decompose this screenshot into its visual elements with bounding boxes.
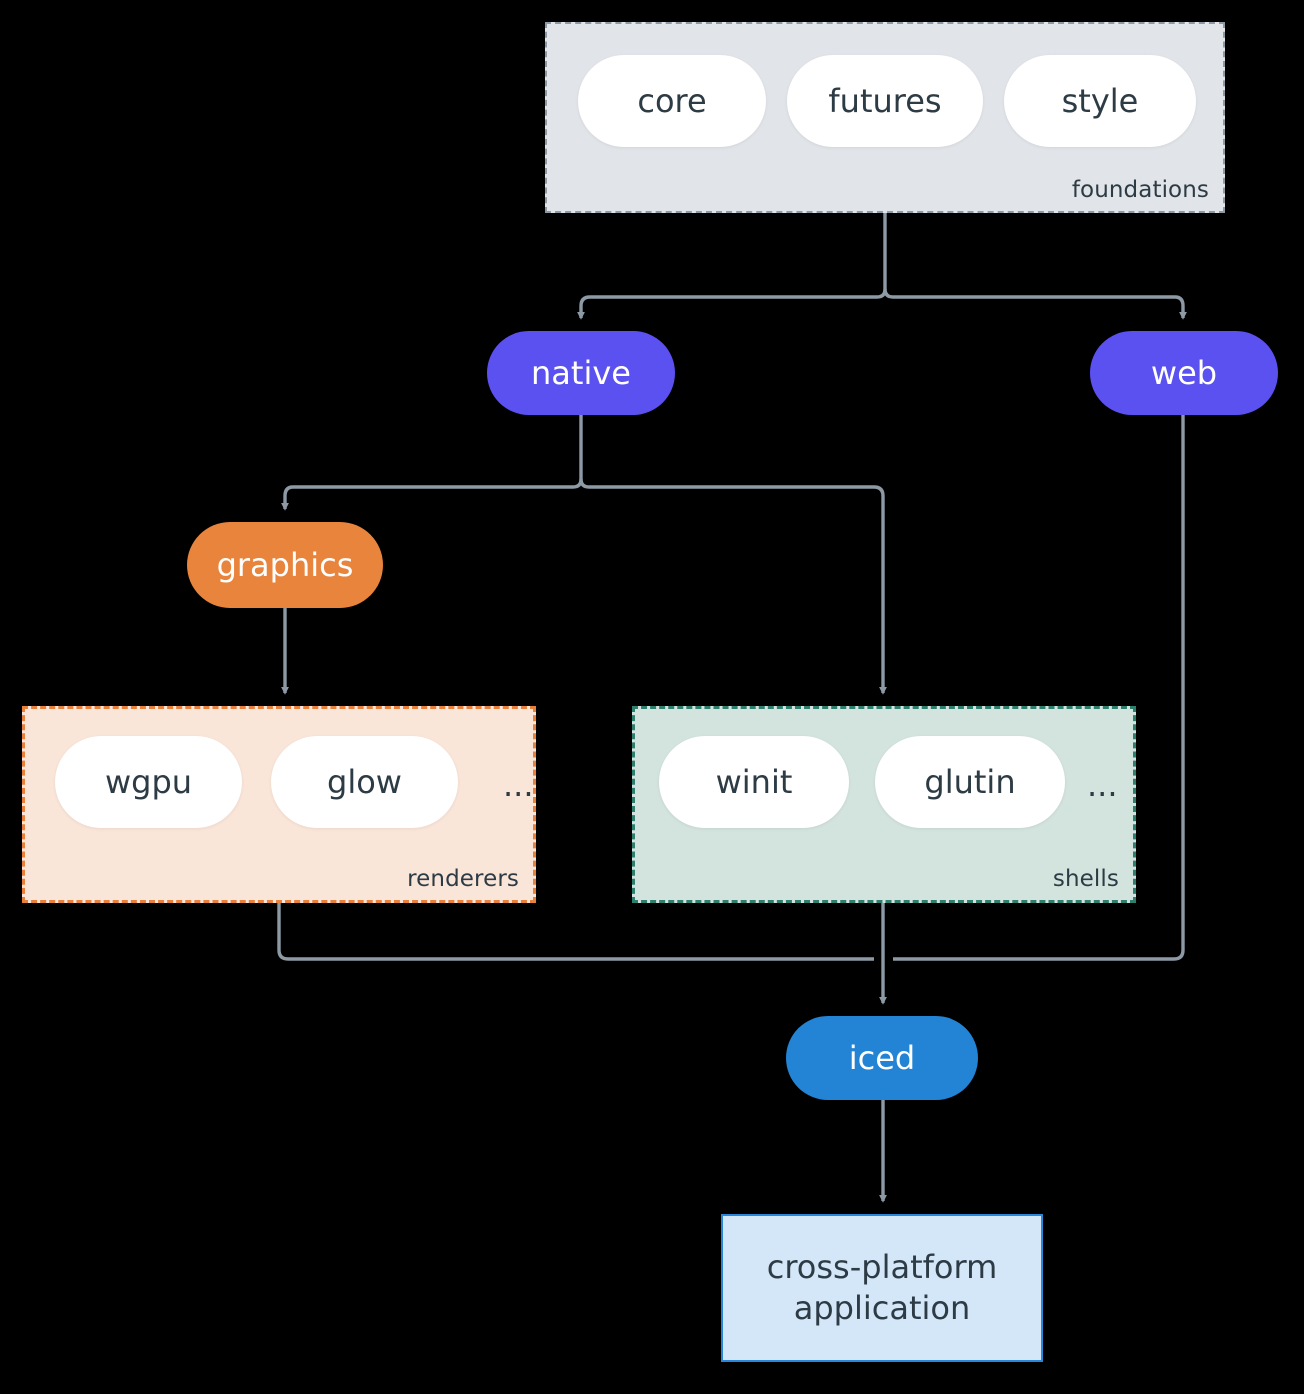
group-shells[interactable]: winit glutin ... shells <box>632 706 1136 903</box>
node-web[interactable]: web <box>1090 331 1278 415</box>
edge-native-to-graphics <box>281 478 583 511</box>
group-label-foundations: foundations <box>1071 177 1209 203</box>
edge-foundations-to-native <box>577 288 887 320</box>
application-label-line2: application <box>793 1289 971 1327</box>
node-glutin[interactable]: glutin <box>875 736 1065 828</box>
group-renderers[interactable]: wgpu glow ... renderers <box>22 706 536 903</box>
node-style[interactable]: style <box>1004 55 1196 147</box>
edge-renderers-to-iced <box>277 903 874 961</box>
node-glow[interactable]: glow <box>271 736 458 828</box>
group-foundations[interactable]: core futures style foundations <box>545 22 1225 213</box>
group-label-renderers: renderers <box>407 866 519 892</box>
application-label-line1: cross-platform <box>766 1248 998 1287</box>
edge-foundations-to-web <box>883 288 1187 320</box>
node-graphics[interactable]: graphics <box>187 522 383 608</box>
node-winit[interactable]: winit <box>659 736 849 828</box>
node-core[interactable]: core <box>578 55 766 147</box>
renderers-more-ellipsis: ... <box>503 766 534 804</box>
node-futures[interactable]: futures <box>787 55 983 147</box>
group-label-shells: shells <box>1052 866 1119 892</box>
node-native[interactable]: native <box>487 331 675 415</box>
edge-native-to-shells <box>579 478 887 695</box>
node-cross-platform-application[interactable]: cross-platform application <box>721 1214 1043 1362</box>
node-wgpu[interactable]: wgpu <box>55 736 242 828</box>
node-iced[interactable]: iced <box>786 1016 978 1100</box>
shells-more-ellipsis: ... <box>1087 766 1118 804</box>
